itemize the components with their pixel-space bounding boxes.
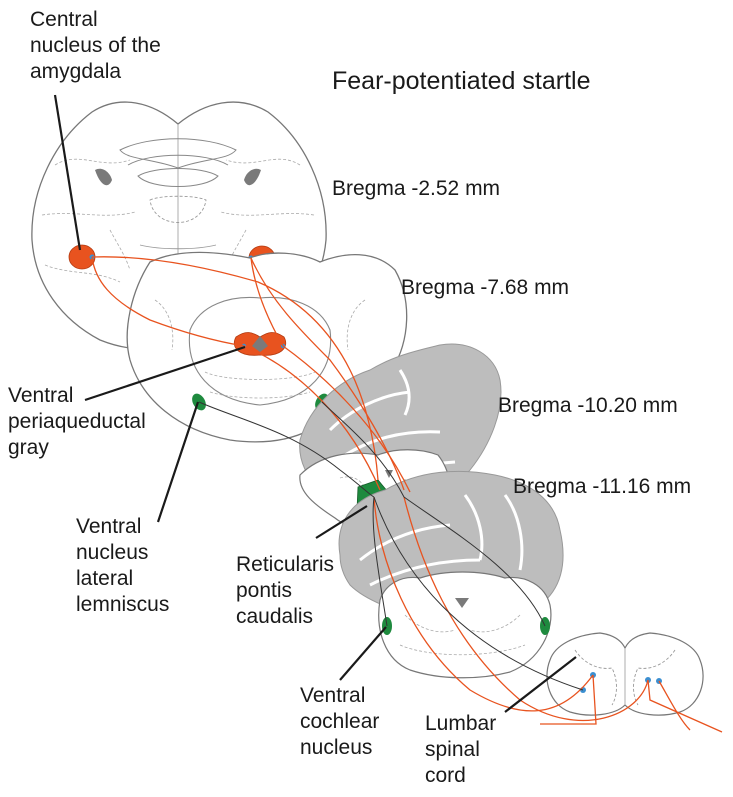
bregma-label-2: Bregma -7.68 mm	[401, 275, 569, 301]
bregma-label-1: Bregma -2.52 mm	[332, 176, 500, 202]
label-vnll: Ventral nucleus lateral lemniscus	[76, 514, 169, 618]
label-vcn: Ventral cochlear nucleus	[300, 683, 379, 761]
bregma-label-4: Bregma -11.16 mm	[513, 474, 691, 500]
label-pnc: Reticularis pontis caudalis	[236, 552, 334, 630]
label-amygdala: Central nucleus of the amygdala	[30, 7, 161, 85]
spinal-cord-section	[547, 633, 703, 715]
label-pag: Ventral periaqueductal gray	[8, 383, 146, 461]
bregma-label-3: Bregma -10.20 mm	[498, 393, 678, 419]
figure-title: Fear-potentiated startle	[332, 66, 590, 96]
pointer-vcn	[340, 627, 386, 680]
section-bregma-11-16	[339, 471, 563, 677]
label-spinal: Lumbar spinal cord	[425, 711, 496, 789]
